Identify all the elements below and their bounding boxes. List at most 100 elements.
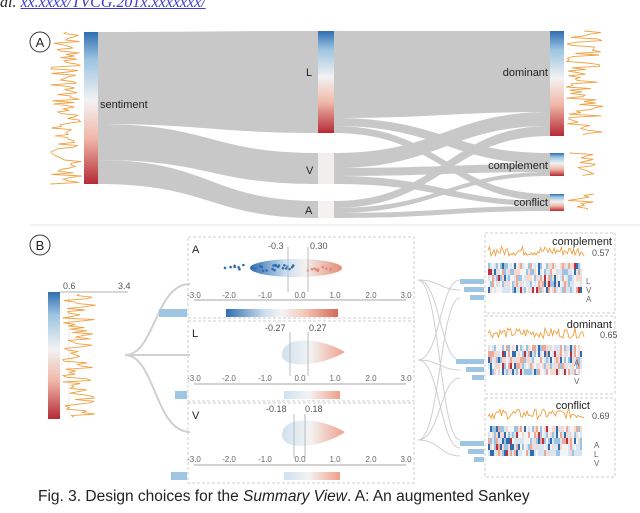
- heat-cell: [498, 287, 500, 293]
- heat-cell: [532, 432, 534, 438]
- dist-L-colorbar: [284, 391, 340, 399]
- heat-cell: [492, 269, 494, 275]
- node-L[interactable]: [318, 31, 334, 133]
- node-V[interactable]: [318, 153, 334, 184]
- heat-cell: [504, 444, 506, 450]
- dist-panel-V[interactable]: V -0.18 0.18 -3.0 -2.0 -1.0 0.0 1.0 2.0 …: [171, 402, 415, 484]
- heat-cell: [558, 450, 560, 456]
- heat-cell: [558, 269, 560, 275]
- heat-cell: [560, 351, 562, 357]
- heat-cell: [558, 275, 560, 281]
- heat-cell: [492, 438, 494, 444]
- heat-cell: [550, 357, 552, 363]
- heat-cell: [524, 275, 526, 281]
- heat-cell: [544, 426, 546, 432]
- heat-cell: [496, 287, 498, 293]
- heat-cell: [536, 281, 538, 287]
- flow-A-conflict: [334, 206, 550, 218]
- heat-cell: [562, 345, 564, 351]
- heat-cell: [576, 438, 578, 444]
- heat-cell: [568, 351, 570, 357]
- node-sentiment[interactable]: [84, 32, 98, 184]
- heat-cell: [524, 450, 526, 456]
- heat-cell: [530, 351, 532, 357]
- left-axis-tick-hi: 3.4: [118, 281, 131, 291]
- heat-cell: [570, 345, 572, 351]
- dist-panel-L[interactable]: L -0.27 0.27 -3.0 -2.0 -1.0 0.0 1.0 2.0 …: [175, 320, 415, 402]
- orange-trace: [565, 30, 604, 136]
- heat-cell: [542, 281, 544, 287]
- heat-cell: [526, 287, 528, 293]
- heat-cell: [508, 345, 510, 351]
- heat-cell: [540, 363, 542, 369]
- heat-cell: [508, 357, 510, 363]
- heat-cell: [506, 275, 508, 281]
- heat-cell: [564, 438, 566, 444]
- heat-cell: [544, 263, 546, 269]
- heat-cell: [504, 363, 506, 369]
- node-dominant[interactable]: [550, 31, 564, 136]
- heat-cell: [572, 369, 574, 375]
- doi-link[interactable]: xx.xxxx/TVCG.201x.xxxxxxx/: [20, 0, 206, 11]
- heat-cell: [512, 438, 514, 444]
- heat-cell: [512, 263, 514, 269]
- heat-cell: [548, 281, 550, 287]
- heat-cell: [538, 287, 540, 293]
- heat-cell: [506, 369, 508, 375]
- heat-cell: [552, 351, 554, 357]
- heat-cell: [544, 363, 546, 369]
- heat-cell: [504, 275, 506, 281]
- node-conflict[interactable]: [550, 194, 564, 211]
- heat-cell: [516, 351, 518, 357]
- node-complement[interactable]: [550, 153, 564, 176]
- fusion-panel-dominant[interactable]: dominant 0.65 A L V: [456, 315, 618, 395]
- dist-L-tick: 0.0: [294, 374, 306, 383]
- heat-cell: [570, 263, 572, 269]
- heat-cell: [562, 351, 564, 357]
- heat-cell: [494, 450, 496, 456]
- heat-cell: [502, 438, 504, 444]
- heat-cell: [498, 432, 500, 438]
- heat-cell: [532, 426, 534, 432]
- heat-cell: [510, 444, 512, 450]
- flow-sentiment-L: [98, 31, 318, 133]
- heat-cell: [508, 426, 510, 432]
- heat-cell: [528, 369, 530, 375]
- heat-cell: [496, 363, 498, 369]
- heat-cell: [546, 357, 548, 363]
- heat-cell: [542, 351, 544, 357]
- heat-cell: [570, 444, 572, 450]
- node-A[interactable]: [318, 201, 334, 218]
- heat-cell: [500, 351, 502, 357]
- fusion-conflict-trace: [487, 407, 585, 421]
- tree-connectors-left: [124, 283, 191, 433]
- heat-cell: [534, 363, 536, 369]
- fusion-dominant-stripes: [488, 345, 582, 375]
- heat-cell: [568, 432, 570, 438]
- heat-cell: [562, 450, 564, 456]
- heat-cell: [514, 287, 516, 293]
- heat-cell: [494, 357, 496, 363]
- heat-cell: [522, 432, 524, 438]
- heat-cell: [548, 450, 550, 456]
- heat-cell: [496, 281, 498, 287]
- dist-L-tick: 1.0: [329, 374, 341, 383]
- heat-cell: [488, 357, 490, 363]
- left-sentiment-bar[interactable]: [48, 292, 60, 419]
- data-dot: [329, 268, 333, 272]
- heat-cell: [512, 287, 514, 293]
- orange-trace: [50, 31, 82, 185]
- heat-cell: [500, 426, 502, 432]
- heat-cell: [568, 287, 570, 293]
- heat-cell: [562, 444, 564, 450]
- fusion-panel-conflict[interactable]: conflict 0.69 A L V: [460, 397, 616, 478]
- fusion-panel-complement[interactable]: complement 0.57 L V A: [460, 232, 616, 314]
- dist-panel-A[interactable]: A -0.3 0.30 -3.0 -2.0 -1.0 0.0 1.0 2.0 3…: [159, 236, 415, 319]
- heat-cell: [552, 287, 554, 293]
- heat-cell: [556, 263, 558, 269]
- heat-cell: [538, 438, 540, 444]
- heat-cell: [542, 432, 544, 438]
- heat-cell: [502, 269, 504, 275]
- heat-cell: [534, 263, 536, 269]
- heat-cell: [578, 444, 580, 450]
